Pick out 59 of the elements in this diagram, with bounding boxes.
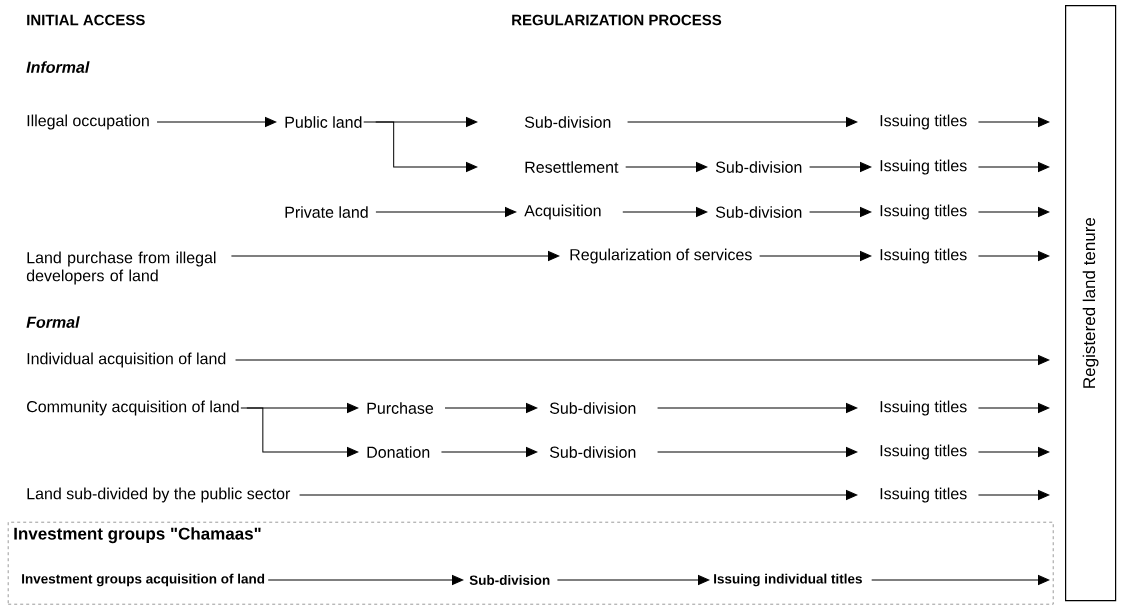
column-heading: INITIAL ACCESS [27,14,145,26]
arrow [230,251,560,261]
step-label: Sub-division [524,116,611,128]
arrow [759,251,872,261]
step-label: Community acquisition of land [27,400,239,416]
step-label: Issuing titles [880,204,967,220]
arrow [977,403,1050,413]
arrow [977,490,1050,500]
arrow [235,355,1050,365]
column-heading: REGULARIZATION PROCESS [512,14,722,26]
step-label: Issuing individual titles [714,573,862,587]
step-label: Issuing titles [880,487,967,503]
arrow [977,162,1050,172]
step-label: Land sub-divided by the public sector [27,487,291,503]
arrow [871,575,1050,585]
arrow [977,447,1050,457]
arrow [156,117,277,127]
arrow [375,207,517,217]
step-label: Donation [367,446,430,458]
arrow [657,403,858,413]
step-label: Individual acquisition of land [27,352,226,368]
outcome-box: Registered land tenure [1065,5,1117,602]
step-label: Regularization of services [570,248,752,264]
step-label: Issuing titles [880,248,967,264]
arrow [977,117,1050,127]
step-label: Investment groups acquisition of land [22,573,265,587]
step-label: Resettlement [525,161,619,173]
step-label: Sub-division [715,161,802,173]
arrow [556,575,710,585]
arrow [809,207,872,217]
arrow [977,251,1050,261]
arrow [440,447,538,457]
step-label: Sub-division [715,206,802,218]
step-label: Acquisition [524,204,601,220]
step-label: Issuing titles [880,400,967,416]
arrow [627,117,858,127]
arrow [299,490,858,500]
step-label: Private land [285,206,368,218]
step-label: Issuing titles [880,159,967,175]
arrow [657,447,858,457]
step-label: Sub-division [469,575,550,585]
step-label: Sub-division [549,446,636,458]
arrow [622,207,708,217]
arrow [809,162,872,172]
step-label: Purchase [367,402,434,414]
step-label: Issuing titles [880,114,967,130]
arrow [625,162,708,172]
arrow [444,403,538,413]
step-label: Public land [285,116,362,128]
arrow [240,407,359,457]
section-heading: Informal [26,61,90,73]
arrow [363,121,478,172]
step-label: Land purchase from illegal developers of land [26,251,216,285]
arrow [267,575,464,585]
arrow [977,207,1050,217]
section-heading: Formal [26,316,80,328]
step-label: Illegal occupation [27,114,149,130]
step-label: Issuing titles [880,444,967,460]
step-label: Sub-division [549,402,636,414]
